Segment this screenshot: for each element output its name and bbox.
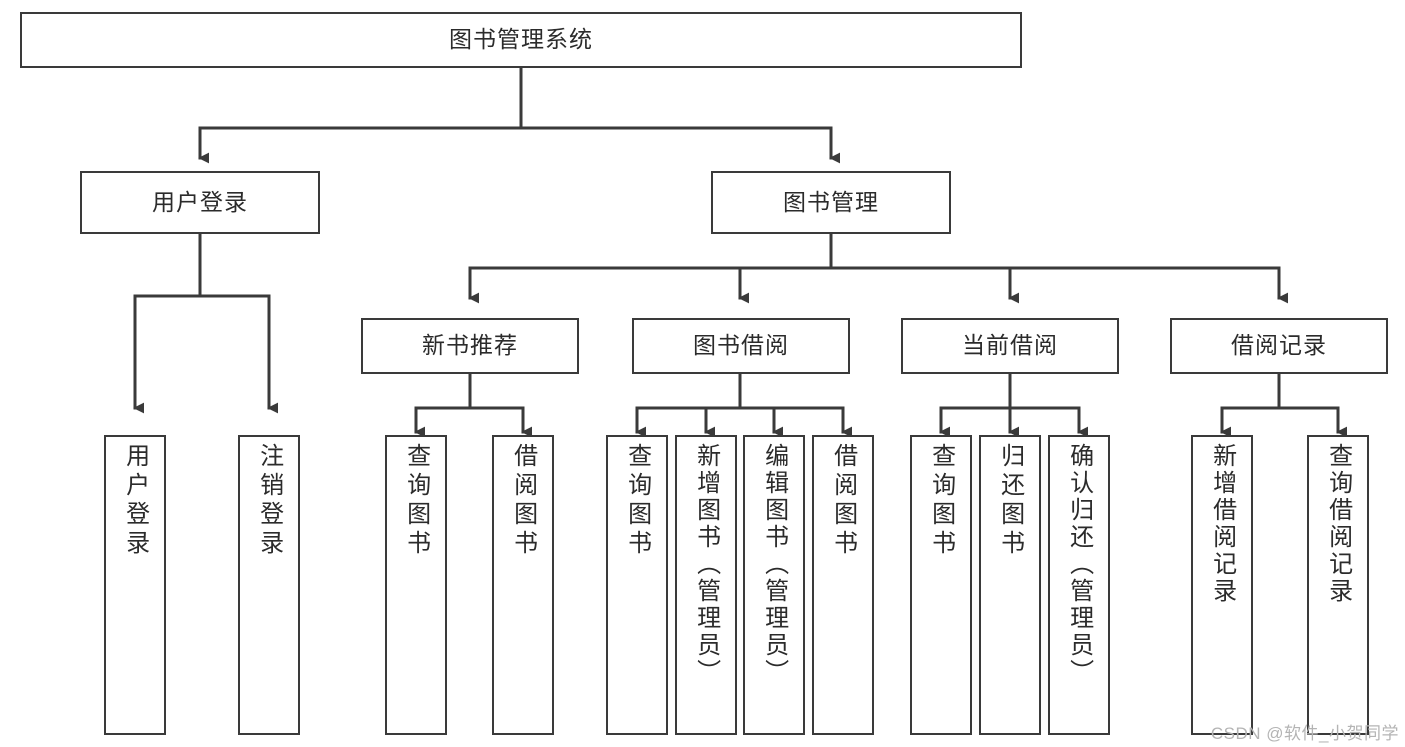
leaf-add-book-label: 新增图书（管理员） [692, 443, 720, 686]
leaf-borrow-book-1[interactable]: 借阅图书 [492, 435, 554, 735]
leaf-query-book-2-label: 查询图书 [623, 443, 651, 559]
node-user-login-label: 用户登录 [152, 188, 248, 215]
leaf-confirm-return-label: 确认归还（管理员） [1065, 443, 1093, 686]
leaf-edit-book-label: 编辑图书（管理员） [760, 443, 788, 686]
leaf-logout-login[interactable]: 注销登录 [238, 435, 300, 735]
node-book-borrow-label: 图书借阅 [693, 332, 789, 359]
node-current-borrow[interactable]: 当前借阅 [901, 318, 1119, 374]
node-root-label: 图书管理系统 [449, 26, 593, 53]
node-new-book-recommend[interactable]: 新书推荐 [361, 318, 579, 374]
leaf-add-record[interactable]: 新增借阅记录 [1191, 435, 1253, 735]
leaf-query-book-2[interactable]: 查询图书 [606, 435, 668, 735]
leaf-return-book-label: 归还图书 [996, 443, 1024, 559]
leaf-query-book-1-label: 查询图书 [402, 443, 430, 559]
node-user-login[interactable]: 用户登录 [80, 171, 320, 234]
node-root[interactable]: 图书管理系统 [20, 12, 1022, 68]
node-current-borrow-label: 当前借阅 [962, 332, 1058, 359]
leaf-query-book-1[interactable]: 查询图书 [385, 435, 447, 735]
node-book-management[interactable]: 图书管理 [711, 171, 951, 234]
leaf-query-book-3-label: 查询图书 [927, 443, 955, 559]
node-borrow-record-label: 借阅记录 [1231, 332, 1327, 359]
leaf-return-book[interactable]: 归还图书 [979, 435, 1041, 735]
leaf-add-record-label: 新增借阅记录 [1208, 443, 1236, 605]
leaf-query-book-3[interactable]: 查询图书 [910, 435, 972, 735]
leaf-user-login-label: 用户登录 [121, 443, 149, 559]
leaf-query-record[interactable]: 查询借阅记录 [1307, 435, 1369, 735]
leaf-confirm-return[interactable]: 确认归还（管理员） [1048, 435, 1110, 735]
leaf-query-record-label: 查询借阅记录 [1324, 443, 1352, 605]
leaf-add-book[interactable]: 新增图书（管理员） [675, 435, 737, 735]
node-borrow-record[interactable]: 借阅记录 [1170, 318, 1388, 374]
node-book-borrow[interactable]: 图书借阅 [632, 318, 850, 374]
leaf-borrow-book-2[interactable]: 借阅图书 [812, 435, 874, 735]
node-new-book-recommend-label: 新书推荐 [422, 332, 518, 359]
watermark-text: CSDN @软件_小贺同学 [1210, 724, 1399, 743]
leaf-borrow-book-1-label: 借阅图书 [509, 443, 537, 559]
leaf-edit-book[interactable]: 编辑图书（管理员） [743, 435, 805, 735]
node-book-management-label: 图书管理 [783, 188, 879, 215]
leaf-borrow-book-2-label: 借阅图书 [829, 443, 857, 559]
leaf-logout-login-label: 注销登录 [255, 443, 283, 559]
leaf-user-login[interactable]: 用户登录 [104, 435, 166, 735]
